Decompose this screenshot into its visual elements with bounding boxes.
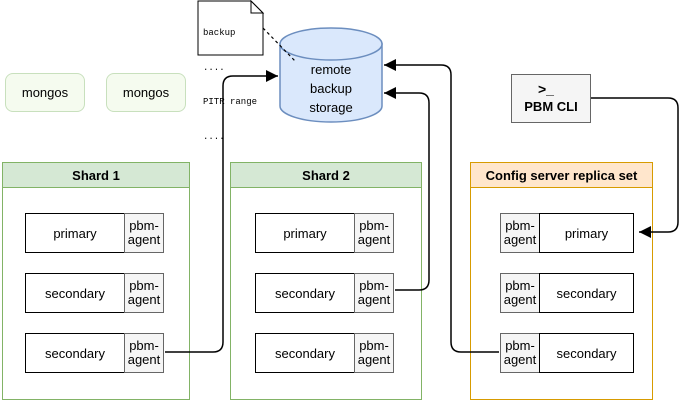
- note-line: ....: [203, 62, 225, 73]
- shard1-rows: primary pbm-agent secondary pbm-agent se…: [25, 213, 164, 373]
- note-line: backup: [203, 28, 236, 38]
- replica-row: secondary pbm-agent: [255, 333, 394, 373]
- replica-row: pbm-agent secondary: [500, 273, 634, 313]
- note-line: ....: [203, 131, 225, 142]
- shard2-pbm-agent-2: pbm-agent: [354, 273, 394, 313]
- shard1-primary-node: primary: [25, 213, 125, 253]
- shard2-primary-node: primary: [255, 213, 355, 253]
- config-pbm-agent-1: pbm-agent: [500, 213, 540, 253]
- config-primary-node: primary: [539, 213, 634, 253]
- backup-note-text: backup .... PITR range ....: [203, 5, 263, 166]
- shard2-pbm-agent-1: pbm-agent: [354, 213, 394, 253]
- replica-row: pbm-agent primary: [500, 213, 634, 253]
- replica-row: pbm-agent secondary: [500, 333, 634, 373]
- storage-label: remote backup storage: [309, 62, 353, 115]
- shard1-secondary-node-2: secondary: [25, 333, 125, 373]
- shard2-pbm-agent-3: pbm-agent: [354, 333, 394, 373]
- mongos-box-2: mongos: [106, 73, 186, 112]
- config-pbm-agent-3: pbm-agent: [500, 333, 540, 373]
- shard1-header: Shard 1: [2, 162, 190, 188]
- replica-row: primary pbm-agent: [255, 213, 394, 253]
- replica-row: secondary pbm-agent: [25, 273, 164, 313]
- shard1-pbm-agent-3: pbm-agent: [124, 333, 164, 373]
- shard1-pbm-agent-1: pbm-agent: [124, 213, 164, 253]
- config-pbm-agent-2: pbm-agent: [500, 273, 540, 313]
- shard1-container: Shard 1 primary pbm-agent secondary pbm-…: [2, 162, 190, 400]
- shard2-rows: primary pbm-agent secondary pbm-agent se…: [255, 213, 394, 373]
- pbm-cli-label: PBM CLI: [524, 99, 578, 114]
- mongos-box-1: mongos: [5, 73, 85, 112]
- replica-row: secondary pbm-agent: [255, 273, 394, 313]
- replica-row: primary pbm-agent: [25, 213, 164, 253]
- shard2-container: Shard 2 primary pbm-agent secondary pbm-…: [230, 162, 422, 400]
- shard1-pbm-agent-2: pbm-agent: [124, 273, 164, 313]
- shard2-secondary-node-2: secondary: [255, 333, 355, 373]
- replica-row: secondary pbm-agent: [25, 333, 164, 373]
- note-to-storage-link: [262, 27, 297, 63]
- terminal-prompt-icon: >_: [538, 81, 554, 97]
- shard1-secondary-node-1: secondary: [25, 273, 125, 313]
- config-rows: pbm-agent primary pbm-agent secondary pb…: [500, 213, 634, 373]
- config-server-container: Config server replica set pbm-agent prim…: [470, 162, 653, 400]
- config-server-header: Config server replica set: [470, 162, 653, 188]
- config-secondary-node-2: secondary: [539, 333, 634, 373]
- pbm-cli-box: >_ PBM CLI: [511, 74, 591, 123]
- config-secondary-node-1: secondary: [539, 273, 634, 313]
- shard2-secondary-node-1: secondary: [255, 273, 355, 313]
- note-line: PITR range: [203, 97, 258, 107]
